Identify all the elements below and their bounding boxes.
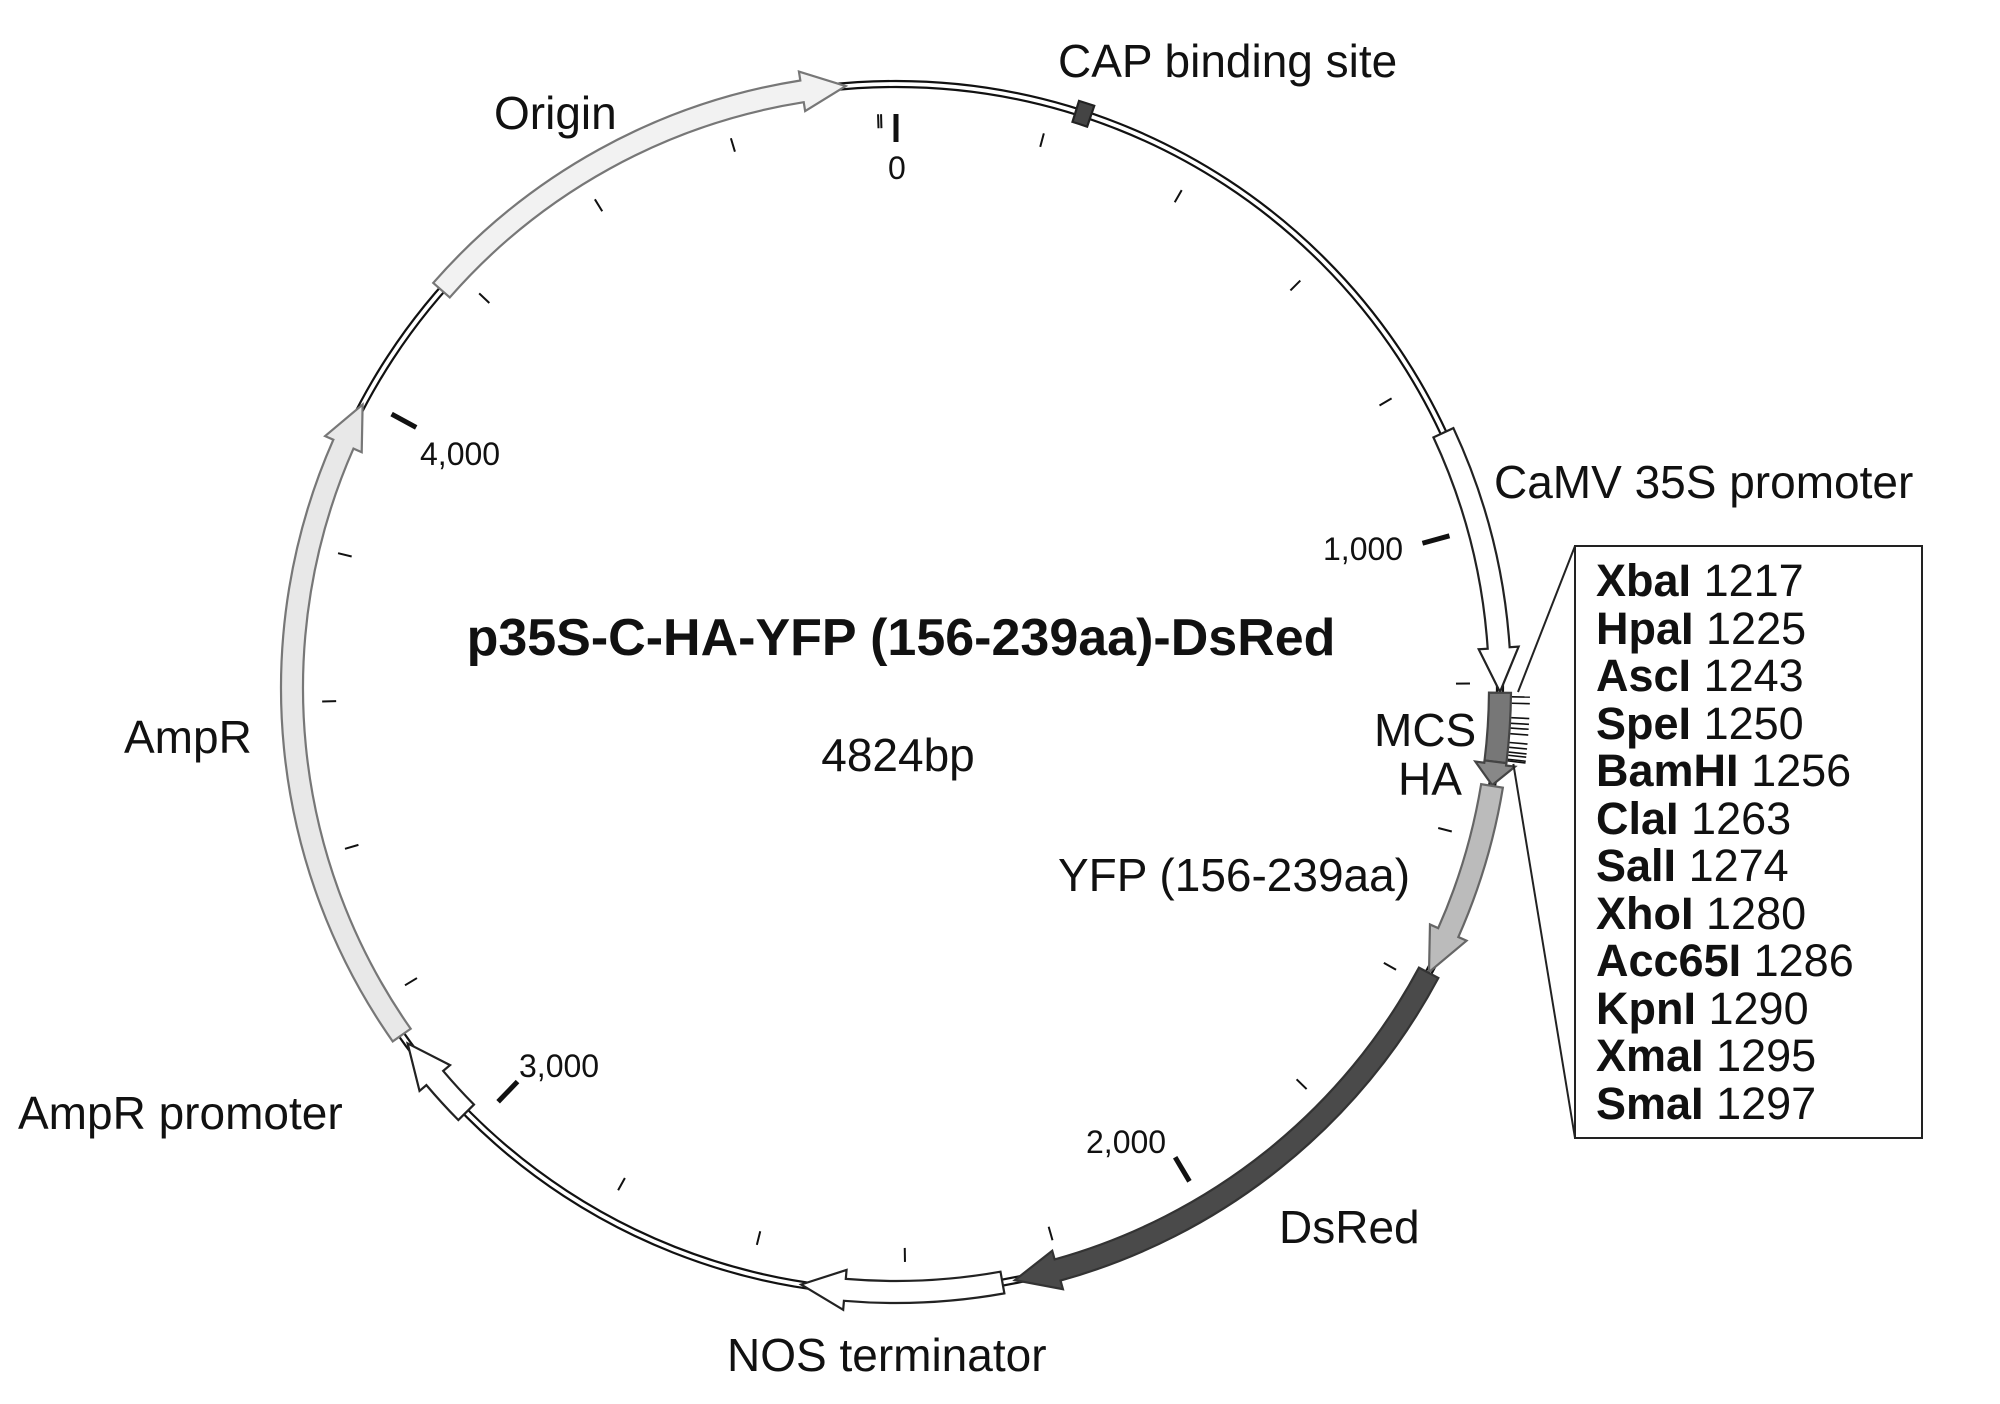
feature-yfp-156-239aa [1427,782,1505,975]
minor-tick [1289,279,1302,292]
minor-tick [729,137,736,152]
feature-label-origin: Origin [494,87,617,139]
enzyme-site: KpnI 1290 [1596,982,1809,1034]
major-tick [1421,533,1451,546]
restriction-site-tick [1508,751,1527,755]
feature-label-mcs: MCS [1374,704,1477,756]
restriction-site-tick [1507,758,1526,763]
minor-tick [1173,189,1183,203]
feature-label-camv-35s-promoter: CaMV 35S promoter [1494,456,1914,508]
enzyme-site: SmaI 1297 [1596,1077,1817,1129]
feature-cap-binding-site [1071,99,1096,129]
minor-tick [404,977,418,987]
restriction-site-tick [1509,746,1528,750]
enzyme-site: AscI 1243 [1596,650,1804,701]
enzyme-site: Acc65I 1286 [1596,935,1854,986]
minor-tick [617,1177,626,1191]
restriction-site-tick [1507,760,1526,764]
feature-ampr [279,402,413,1043]
callout-line-top [1517,545,1576,693]
enzyme-site: XmaI 1295 [1596,1030,1817,1081]
tick-label-0: 0 [888,150,906,186]
callout-line-bottom [1512,763,1576,1139]
tick-label-2000: 2,000 [1086,1124,1167,1160]
feature-dsred [1012,966,1440,1291]
plasmid-size: 4824bp [821,729,975,781]
feature-label-dsred: DsRed [1279,1201,1420,1253]
minor-tick [344,843,359,850]
feature-origin [431,70,849,299]
major-tick [390,411,418,430]
feature-label-ampr-promoter: AmpR promoter [18,1087,343,1139]
enzyme-site: XbaI 1217 [1596,555,1804,606]
restriction-site-tick [1510,732,1529,736]
feature-label-nos-terminator: NOS terminator [727,1329,1047,1381]
tick-label-3000: 3,000 [519,1048,600,1084]
minor-tick [478,292,491,304]
tick-label-1000: 1,000 [1323,531,1404,567]
minor-tick [594,198,604,212]
feature-ha [1472,759,1518,787]
feature-ampr-promoter [405,1041,476,1122]
major-tick [1172,1155,1192,1183]
restriction-site-tick [1508,754,1527,759]
minor-tick [1039,133,1045,148]
tick-label-4000: 4,000 [420,436,501,472]
minor-tick [1383,962,1397,971]
major-tick [496,1079,520,1104]
minor-tick [337,552,352,558]
feature-label-yfp: YFP (156-239aa) [1058,849,1411,901]
enzyme-site: SalI 1274 [1596,840,1789,891]
enzyme-site: SpeI 1250 [1596,697,1804,749]
feature-nos-terminator [798,1268,1006,1312]
restriction-site-tick [1510,727,1529,731]
restriction-site-tick [1510,722,1530,726]
feature-label-cap-binding-site: CAP binding site [1058,35,1398,87]
enzyme-site: BamHI 1256 [1596,745,1852,796]
feature-label-ha: HA [1398,753,1462,805]
feature-label-ampr: AmpR [124,711,252,763]
enzyme-site: ClaI 1263 [1596,792,1792,844]
restriction-site-tick [1511,716,1530,720]
minor-tick [1047,1226,1054,1241]
minor-tick [1295,1078,1308,1090]
minor-tick [1379,397,1393,407]
minor-tick [1437,827,1453,833]
minor-tick [755,1231,762,1246]
enzyme-site: HpaI 1225 [1596,602,1807,654]
restriction-site-tick [1509,741,1528,745]
restriction-site-box: XbaI 1217 HpaI 1225 AscI 1243 SpeI 1250 … [1574,545,1923,1139]
plasmid-title: p35S-C-HA-YFP (156-239aa)-DsRed [466,609,1336,667]
enzyme-site: XhoI 1280 [1596,887,1807,939]
